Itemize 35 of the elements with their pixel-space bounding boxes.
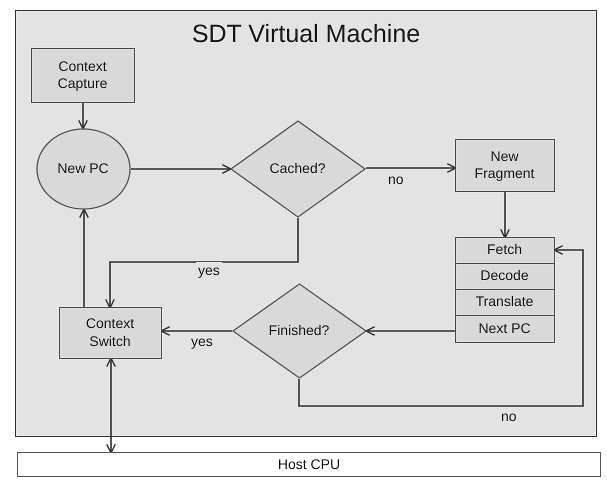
arrow — [78, 208, 90, 307]
arrow — [104, 218, 299, 309]
arrow — [78, 103, 88, 130]
machine-panel — [15, 10, 597, 437]
stage-row — [454, 288, 554, 316]
process-box — [58, 306, 162, 358]
panel-title: SDT Virtual Machine — [192, 19, 420, 50]
process-box — [30, 48, 134, 102]
arrow — [366, 162, 457, 174]
process-box — [454, 138, 554, 192]
node-label: New PC — [57, 160, 109, 178]
arrow — [160, 326, 232, 336]
node-label: New Fragment — [474, 148, 536, 182]
decision-diamond — [232, 282, 366, 378]
node-label: Next PC — [478, 320, 531, 338]
node-label: Context Capture — [56, 58, 108, 92]
edge-label: yes — [196, 262, 222, 279]
node-label: Host CPU — [278, 456, 340, 474]
node-label: Finished? — [268, 322, 330, 340]
arrow — [365, 326, 455, 336]
node-label: Fetch — [486, 241, 522, 259]
node-label: Translate — [476, 293, 534, 311]
node-label: Decode — [480, 267, 529, 285]
arrow — [298, 244, 584, 407]
stage-row — [454, 314, 554, 342]
node-label: Cached? — [269, 160, 326, 178]
stage-row — [454, 262, 554, 290]
arrow — [131, 164, 232, 174]
process-ellipse — [36, 128, 130, 210]
node-label: Context Switch — [84, 315, 136, 350]
arrow — [106, 357, 116, 454]
arrow — [500, 192, 510, 239]
decision-diamond — [230, 120, 366, 218]
host-bar — [17, 452, 601, 477]
stage-row — [454, 236, 554, 264]
